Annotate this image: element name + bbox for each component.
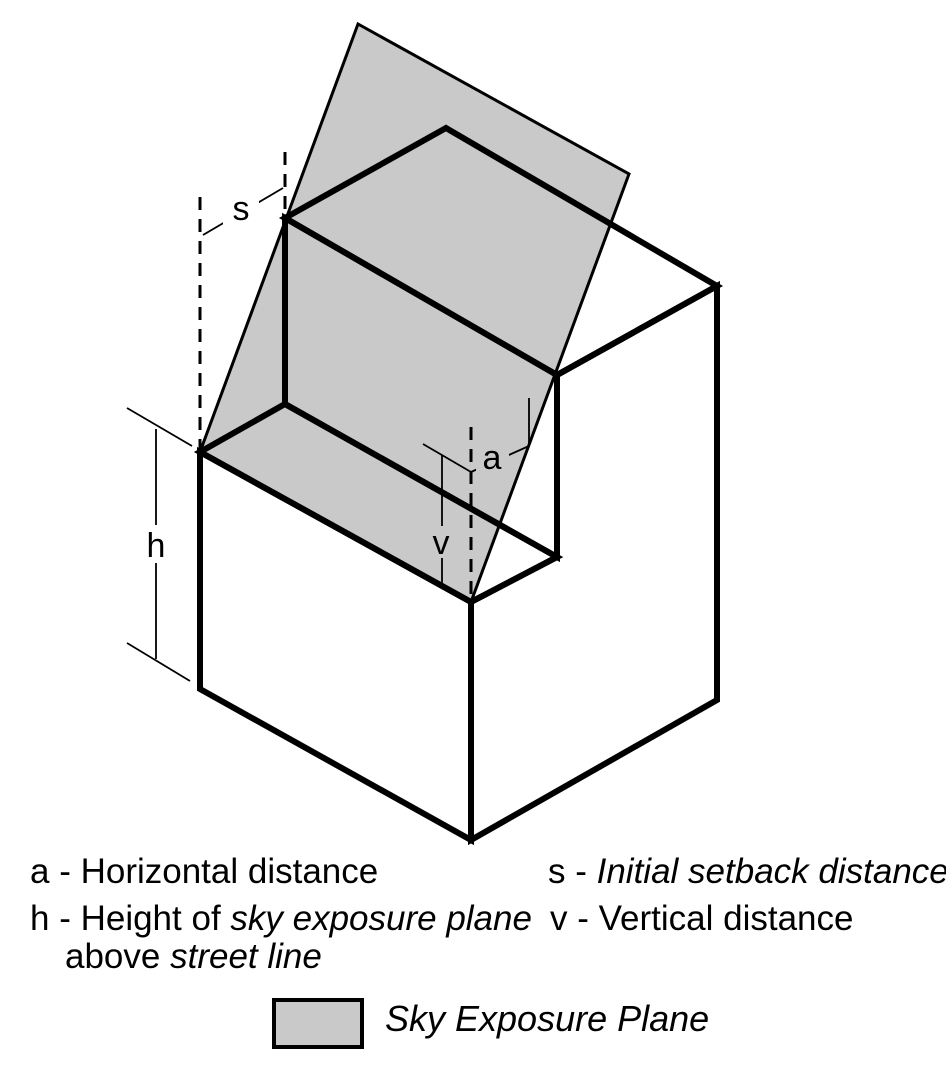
label-v: v — [433, 524, 450, 562]
label-s: s — [233, 190, 250, 228]
definition-v-key: v - — [550, 899, 599, 938]
s-label-bg — [223, 193, 259, 225]
definition-v: v - Vertical distance — [550, 901, 853, 936]
h-top-tick — [126, 407, 193, 447]
legend-swatch — [272, 998, 364, 1049]
street-wall-face — [200, 452, 471, 840]
definition-h-pre: Height of — [80, 899, 231, 938]
building-edges — [193, 124, 724, 846]
definition-h-italic: sky exposure plane — [230, 899, 532, 938]
v-label-bg — [427, 526, 455, 558]
definition-s-key: s - — [548, 852, 597, 891]
a-label-bg — [476, 440, 509, 473]
definition-a: a - Horizontal distance — [30, 854, 378, 889]
definition-a-key: a - — [30, 852, 81, 891]
h-label-bg — [139, 525, 173, 563]
right-front-face — [471, 286, 717, 840]
definition-s: s - Initial setback distance — [548, 854, 946, 889]
label-h: h — [147, 527, 166, 565]
definition-h-line2-italic: street line — [170, 937, 322, 976]
definition-v-text: Vertical distance — [598, 899, 854, 938]
v-top-branch — [422, 443, 472, 473]
definition-s-text: Initial setback distance — [596, 852, 946, 891]
definition-a-text: Horizontal distance — [80, 852, 379, 891]
label-a: a — [483, 439, 502, 477]
definition-h-key: h - — [30, 899, 81, 938]
definition-h-line2: above street line — [65, 939, 322, 974]
definition-h: h - Height of sky exposure plane — [30, 901, 532, 936]
legend-label: Sky Exposure Plane — [385, 998, 710, 1039]
definition-h-line2-pre: above — [65, 937, 171, 976]
h-bottom-tick — [126, 642, 191, 682]
